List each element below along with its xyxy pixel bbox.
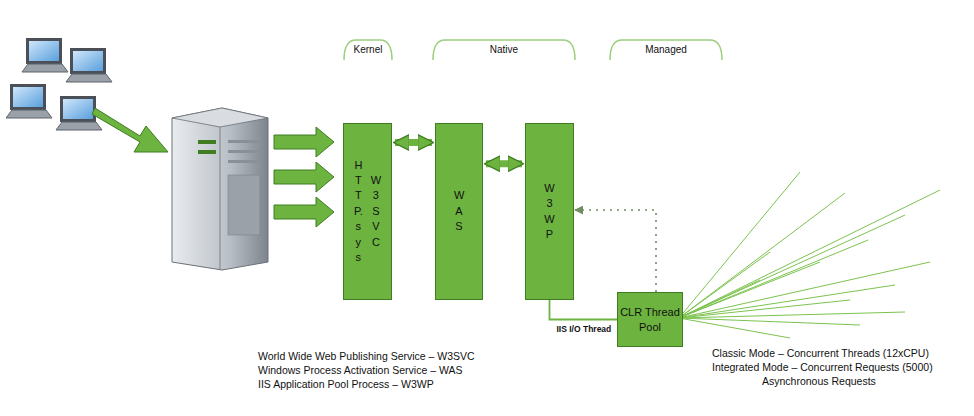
- illustration-part: [220, 127, 221, 270]
- illustration-part: [679, 318, 860, 325]
- box-label: CLR Thread Pool: [620, 305, 680, 334]
- illustration-part: [274, 197, 334, 227]
- vertical-label: WAS: [454, 188, 464, 234]
- mode-note: Classic Mode – Concurrent Threads (12xCP…: [712, 347, 929, 360]
- illustration-part: [344, 40, 392, 60]
- illustration-part: [679, 262, 820, 318]
- illustration-part: [228, 140, 260, 143]
- mode-note: Asynchronous Requests: [762, 375, 876, 388]
- illustration-part: [679, 280, 760, 318]
- service-box: HTTP.sys W3SVC: [343, 123, 392, 300]
- service-box: WAS: [435, 123, 483, 300]
- illustration-part: [610, 40, 722, 60]
- vertical-label: W3WP: [544, 181, 554, 243]
- layer-label: Kernel: [354, 44, 383, 57]
- illustration-part: [679, 312, 905, 318]
- layer-label: Managed: [645, 44, 687, 57]
- illustration-part: [6, 84, 52, 118]
- legend-note: World Wide Web Publishing Service – W3SV…: [258, 350, 475, 363]
- server-tower: [172, 108, 268, 270]
- illustration-part: [228, 160, 260, 163]
- legend-note: IIS Application Pool Process – W3WP: [258, 378, 434, 391]
- illustration-part: [679, 262, 930, 318]
- illustration-part: [198, 140, 216, 144]
- edge-label: IIS I/O Thread: [556, 324, 613, 334]
- illustration-part: [679, 240, 868, 318]
- legend-note: Windows Process Activation Service – WAS: [258, 364, 462, 377]
- illustration-part: [274, 127, 334, 157]
- thread-link: [550, 300, 618, 320]
- layer-label: Native: [490, 44, 518, 57]
- layer-brackets: [344, 40, 722, 60]
- illustration-part: [172, 108, 268, 270]
- vertical-label: HTTP.sys: [354, 158, 363, 266]
- illustration-part: [679, 318, 790, 338]
- illustration-part: [679, 215, 905, 318]
- mode-note: Integrated Mode – Concurrent Requests (5…: [712, 361, 933, 374]
- illustration-part: [228, 175, 260, 235]
- illustration-part: [228, 150, 260, 153]
- thread-link: [575, 210, 656, 292]
- double-arrow: [486, 160, 522, 167]
- illustration-part: [66, 48, 112, 82]
- illustration-part: [198, 150, 216, 154]
- double-arrow: [395, 139, 432, 146]
- server-arrows: [274, 127, 334, 227]
- illustration-part: [274, 162, 334, 192]
- illustration-part: [433, 40, 575, 60]
- process-box: W3WP: [525, 123, 574, 300]
- illustration-part: [679, 190, 940, 318]
- illustration-part: [172, 108, 268, 127]
- illustration-part: [679, 172, 800, 318]
- thread-fan: [679, 172, 940, 338]
- thread-pool-box: CLR Thread Pool: [617, 292, 683, 347]
- illustration-part: [22, 38, 68, 72]
- request-arrow: [92, 108, 168, 152]
- vertical-label: W3SVC: [371, 173, 381, 250]
